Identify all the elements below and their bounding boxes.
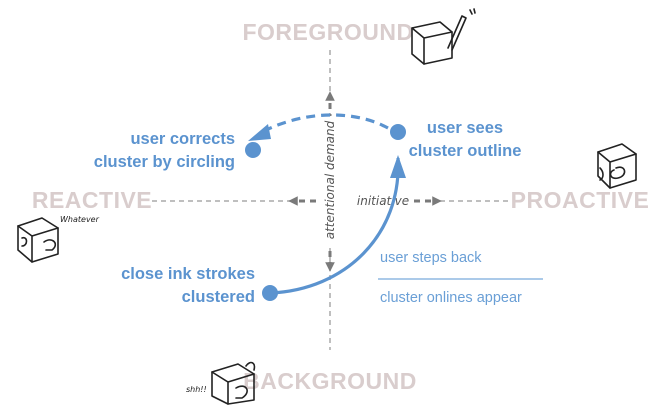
sketch-cube-pen-icon xyxy=(411,8,476,65)
state-label-sees-1: user sees xyxy=(427,119,503,137)
state-label-sees-2: cluster outline xyxy=(409,142,522,160)
state-label-corrects-2: cluster by circling xyxy=(94,153,235,171)
sketch-cube-right-icon xyxy=(597,143,637,189)
state-label-clustered-1: close ink strokes xyxy=(121,265,255,283)
transition-below: cluster onlines appear xyxy=(380,290,522,306)
state-label-clustered-2: clustered xyxy=(182,288,255,306)
foreground-label: FOREGROUND xyxy=(242,19,413,45)
sketch-caption-reactive: Whatever xyxy=(60,215,100,224)
sketch-cube-left-icon xyxy=(17,217,59,263)
background-label: BACKGROUND xyxy=(243,368,417,394)
proactive-label: PROACTIVE xyxy=(511,187,650,213)
flow-dashed-arrowhead xyxy=(248,124,271,141)
reactive-label: REACTIVE xyxy=(32,187,152,213)
state-dot-corrects xyxy=(245,142,261,158)
sketch-cube-bottom-icon xyxy=(211,361,256,405)
state-label-corrects-1: user corrects xyxy=(130,130,235,148)
attentional-demand-label: attentional demand xyxy=(323,120,337,239)
flow-dashed-arc xyxy=(261,113,389,134)
state-dot-sees-outline xyxy=(390,124,406,140)
flow-solid-curve xyxy=(269,157,400,295)
state-dot-clustered xyxy=(262,285,278,301)
transition-above: user steps back xyxy=(380,250,482,266)
initiative-label: initiative xyxy=(357,194,409,208)
sketch-caption-background: shh!! xyxy=(186,385,207,394)
flow-solid-arrowhead xyxy=(390,155,406,178)
